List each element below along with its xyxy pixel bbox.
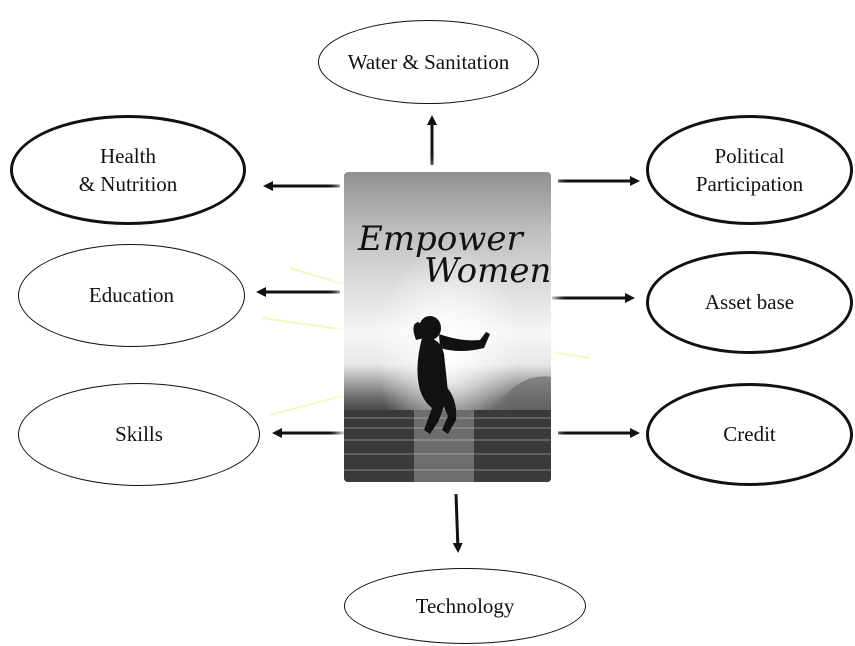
node-label: Political Participation xyxy=(695,143,804,196)
node-political-participation: Political Participation xyxy=(646,115,853,225)
node-label: Water & Sanitation xyxy=(347,49,510,74)
node-water-sanitation: Water & Sanitation xyxy=(318,20,539,104)
node-technology: Technology xyxy=(344,568,586,644)
jumping-woman-silhouette xyxy=(413,316,490,434)
node-label: Asset base xyxy=(704,290,795,315)
women-text: Women xyxy=(424,251,551,291)
node-education: Education xyxy=(18,244,245,347)
node-asset-base: Asset base xyxy=(646,251,853,354)
node-health-nutrition: Health & Nutrition xyxy=(10,115,246,225)
empower-women-image: Empower Women xyxy=(344,172,551,482)
empower-text: Empower xyxy=(357,219,525,259)
arrow-to-technology xyxy=(452,493,463,553)
node-credit: Credit xyxy=(646,383,853,486)
node-label: Skills xyxy=(115,422,163,447)
node-label: Health & Nutrition xyxy=(78,143,178,196)
node-label: Education xyxy=(88,283,175,308)
node-skills: Skills xyxy=(18,383,260,486)
node-label: Credit xyxy=(723,422,776,447)
node-label: Technology xyxy=(415,593,515,618)
